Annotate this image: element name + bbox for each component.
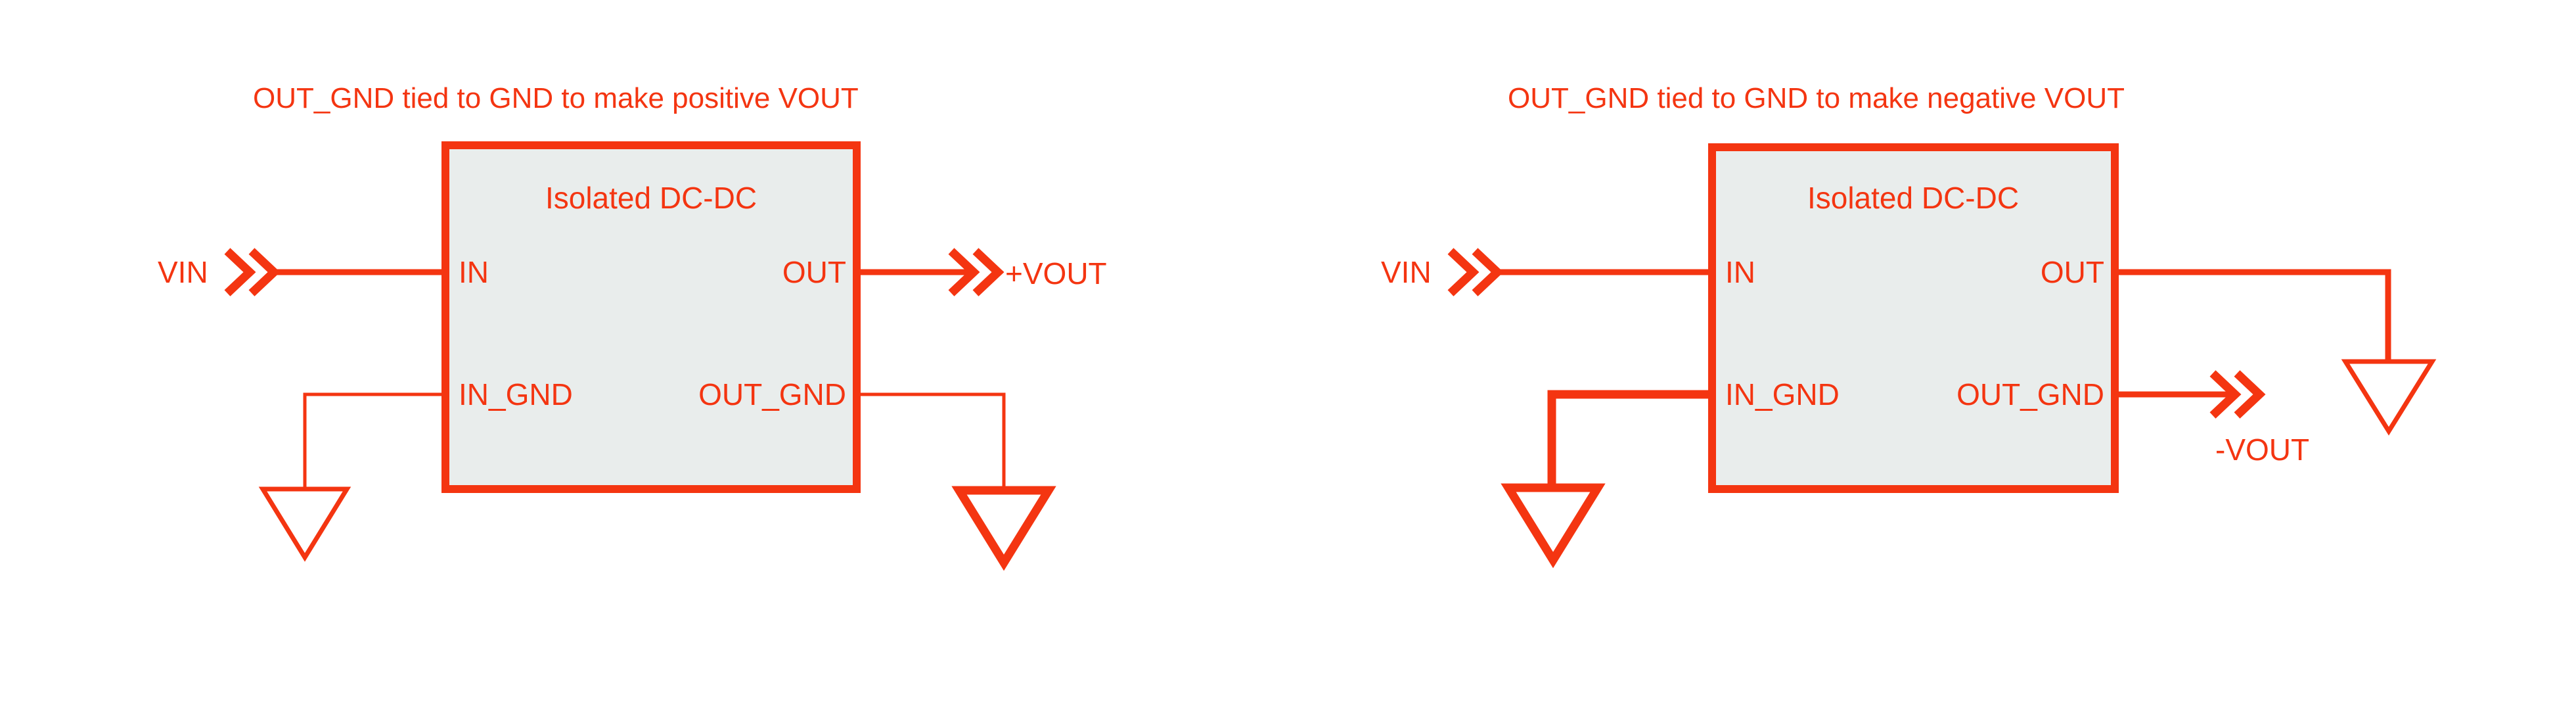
output-chevron-outer-icon <box>948 248 980 296</box>
block-isolated-dcdc-neg <box>1708 143 2119 493</box>
diagram-positive-vout: OUT_GND tied to GND to make positive VOU… <box>158 82 1107 571</box>
pin-label-out-neg: OUT <box>2041 255 2104 289</box>
net-label-vin-neg: VIN <box>1381 255 1432 289</box>
block-isolated-dcdc <box>441 141 861 493</box>
pin-label-in-neg: IN <box>1725 255 1755 289</box>
diagram-title-negative: OUT_GND tied to GND to make negative VOU… <box>1508 82 2125 114</box>
net-label-minus-vout: -VOUT <box>2215 433 2309 467</box>
wire-in-gnd-to-ground-neg <box>1547 390 1712 488</box>
output-chevron-inner-icon-neg <box>2234 370 2266 419</box>
input-chevron-outer-icon-neg <box>1447 248 1480 296</box>
pin-label-out-gnd: OUT_GND <box>698 377 846 411</box>
diagram-title-positive: OUT_GND tied to GND to make positive VOU… <box>253 82 859 114</box>
net-label-plus-vout: +VOUT <box>1005 256 1107 291</box>
ground-symbol-out-gnd-icon <box>951 486 1056 571</box>
pin-label-out: OUT <box>782 255 846 289</box>
wire-out-gnd-to-ground <box>857 392 1006 490</box>
wire-out-to-ground-neg <box>2115 269 2391 362</box>
diagram-negative-vout: OUT_GND tied to GND to make negative VOU… <box>1381 82 2437 569</box>
ground-symbol-out-icon-neg <box>2341 359 2437 436</box>
block-label-positive: Isolated DC-DC <box>545 181 757 215</box>
output-chevron-outer-icon-neg <box>2209 370 2242 419</box>
pin-label-in: IN <box>459 255 489 289</box>
pin-label-in-gnd-neg: IN_GND <box>1725 377 1840 411</box>
input-chevron-inner-icon <box>248 248 281 296</box>
pin-label-out-gnd-neg: OUT_GND <box>1956 377 2104 411</box>
ground-symbol-in-gnd-icon-neg <box>1501 483 1606 569</box>
block-label-negative: Isolated DC-DC <box>1807 181 2019 215</box>
input-chevron-inner-icon-neg <box>1472 248 1504 296</box>
pin-label-in-gnd: IN_GND <box>459 377 573 411</box>
input-chevron-outer-icon <box>224 248 256 296</box>
ground-symbol-in-gnd-icon <box>258 486 351 562</box>
wire-in-gnd-to-ground <box>303 392 445 489</box>
output-chevron-inner-icon <box>972 248 1005 296</box>
net-label-vin: VIN <box>158 255 208 289</box>
